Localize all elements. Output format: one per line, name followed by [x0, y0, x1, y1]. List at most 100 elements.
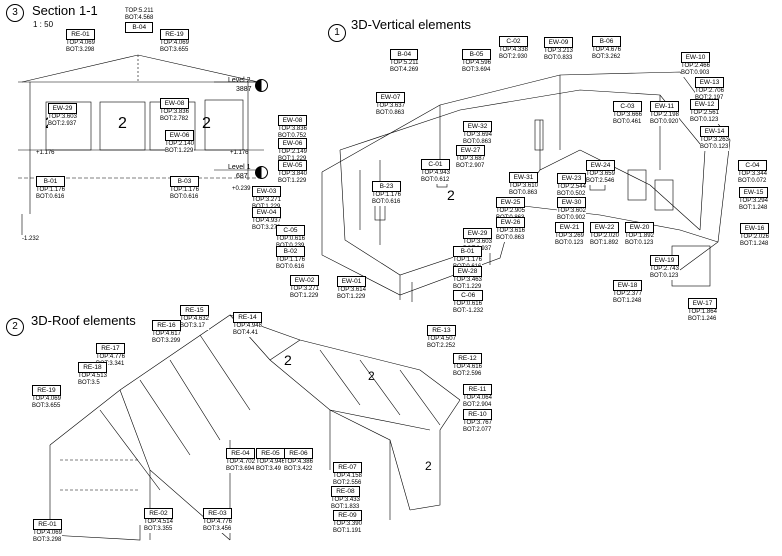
- element-tag-bot: BOT:1.191: [333, 528, 362, 534]
- element-tag-top: TOP:3.344: [738, 171, 767, 177]
- element-tag-id: EW-22: [590, 222, 619, 233]
- element-tag-id: EW-29: [463, 228, 492, 239]
- element-tag-bot: BOT:0.902: [557, 215, 586, 221]
- element-tag-top: TOP:4.069: [33, 530, 62, 536]
- element-tag-bot: BOT:0.920: [650, 119, 679, 125]
- element-tag-top: TOP:4.069: [66, 40, 95, 46]
- element-tag-bot: BOT:1.229: [278, 156, 307, 162]
- element-tag-bot: BOT:3.341: [96, 361, 125, 367]
- element-tag-bot: BOT:0.123: [555, 240, 584, 246]
- vertical-view-title: 3D-Vertical elements: [351, 17, 471, 32]
- element-tag-bot: BOT:2.252: [427, 343, 456, 349]
- element-tag-id: B-01: [453, 246, 482, 257]
- svg-text:2: 2: [118, 115, 127, 132]
- element-tag-top: TOP:3.610: [509, 183, 538, 189]
- element-tag-top: TOP:3.213: [544, 48, 573, 54]
- element-tag-id: EW-24: [586, 160, 615, 171]
- elevation-label: +1.176: [230, 150, 249, 156]
- element-tag-top: TOP:3.390: [333, 521, 362, 527]
- element-tag-top: TOP:4.946: [256, 459, 285, 465]
- element-tag-top: TOP:1.176: [276, 257, 305, 263]
- element-tag-bot: BOT:4.568: [125, 15, 154, 21]
- element-tag-top: TOP:4.676: [592, 47, 621, 53]
- elevation-label: +0.239: [232, 186, 251, 192]
- element-tag-top: TOP:4.616: [453, 364, 482, 370]
- element-tag-id: RE-02: [144, 508, 173, 519]
- element-tag-id: EW-20: [625, 222, 654, 233]
- element-tag-bot: BOT:3.49: [256, 466, 282, 472]
- element-tag-top: TOP:0.616: [276, 236, 305, 242]
- element-tag-top: TOP:2.020: [590, 233, 619, 239]
- element-tag-top: TOP:3.687: [456, 156, 485, 162]
- element-tag-bot: BOT:2.782: [160, 116, 189, 122]
- element-tag-bot: BOT:0.752: [278, 133, 307, 139]
- element-tag-top: TOP:1.176: [170, 187, 199, 193]
- element-tag-bot: BOT:4.269: [390, 67, 419, 73]
- element-tag-top: TOP:4.937: [252, 218, 281, 224]
- element-tag-bot: BOT:0.616: [276, 264, 305, 270]
- element-tag-bot: BOT:3.694: [226, 466, 255, 472]
- element-tag-id: B-04: [390, 49, 419, 60]
- element-tag-id: RE-06: [284, 448, 313, 459]
- element-tag-id: EW-25: [496, 197, 525, 208]
- element-tag-bot: BOT:2.930: [499, 54, 528, 60]
- element-tag-bot: BOT:2.077: [463, 427, 492, 433]
- element-tag-id: RE-09: [333, 510, 362, 521]
- element-tag-top: TOP:3.614: [337, 287, 366, 293]
- element-tag-bot: BOT:1.248: [740, 241, 769, 247]
- svg-text:2: 2: [447, 187, 455, 203]
- element-tag-id: B-06: [592, 36, 621, 47]
- element-tag-top: TOP:3.602: [557, 208, 586, 214]
- element-tag-bot: BOT:2.556: [333, 480, 362, 486]
- element-tag-top: TOP:4.386: [284, 459, 313, 465]
- vertical-view-number: 1: [328, 24, 346, 42]
- element-tag-top: TOP:3.271: [252, 197, 281, 203]
- element-tag-top: TOP:2.544: [557, 184, 586, 190]
- element-tag-bot: BOT:2.904: [463, 402, 492, 408]
- element-tag-bot: BOT:3.456: [203, 526, 232, 532]
- element-tag-id: EW-11: [650, 101, 679, 112]
- element-tag-id: RE-10: [463, 409, 492, 420]
- element-tag-id: B-04: [125, 22, 154, 33]
- element-tag-id: RE-19: [160, 29, 189, 40]
- element-tag-id: EW-21: [555, 222, 584, 233]
- element-tag-id: EW-04: [252, 207, 281, 218]
- element-tag-top: TOP:4.702: [226, 459, 255, 465]
- element-tag-bot: BOT:3.655: [32, 403, 61, 409]
- element-tag-id: RE-14: [233, 312, 262, 323]
- element-tag-bot: BOT:1.229: [278, 178, 307, 184]
- element-tag-bot: BOT:3.298: [33, 537, 62, 543]
- element-tag-id: EW-06: [278, 138, 307, 149]
- element-tag-bot: BOT:1.248: [739, 205, 768, 211]
- element-tag-bot: BOT:3.273: [252, 225, 281, 231]
- level-1-name: Level 1: [228, 164, 251, 171]
- element-tag-id: EW-02: [290, 275, 319, 286]
- element-tag-bot: BOT:2.937: [48, 121, 77, 127]
- element-tag-id: B-01: [36, 176, 65, 187]
- element-tag-bot: BOT:0.863: [376, 110, 405, 116]
- element-tag-id: EW-27: [456, 145, 485, 156]
- level-1-value: 687: [236, 173, 248, 180]
- element-tag-bot: BOT:3.298: [66, 47, 95, 53]
- element-tag-id: RE-16: [152, 320, 181, 331]
- element-tag-bot: BOT:0.502: [557, 191, 586, 197]
- element-tag-id: RE-19: [32, 385, 61, 396]
- element-tag-top: TOP:2.026: [740, 234, 769, 240]
- element-tag-top: TOP:2.466: [681, 63, 710, 69]
- element-tag-bot: BOT:0.616: [372, 199, 401, 205]
- element-tag-top: TOP:4.514: [144, 519, 173, 525]
